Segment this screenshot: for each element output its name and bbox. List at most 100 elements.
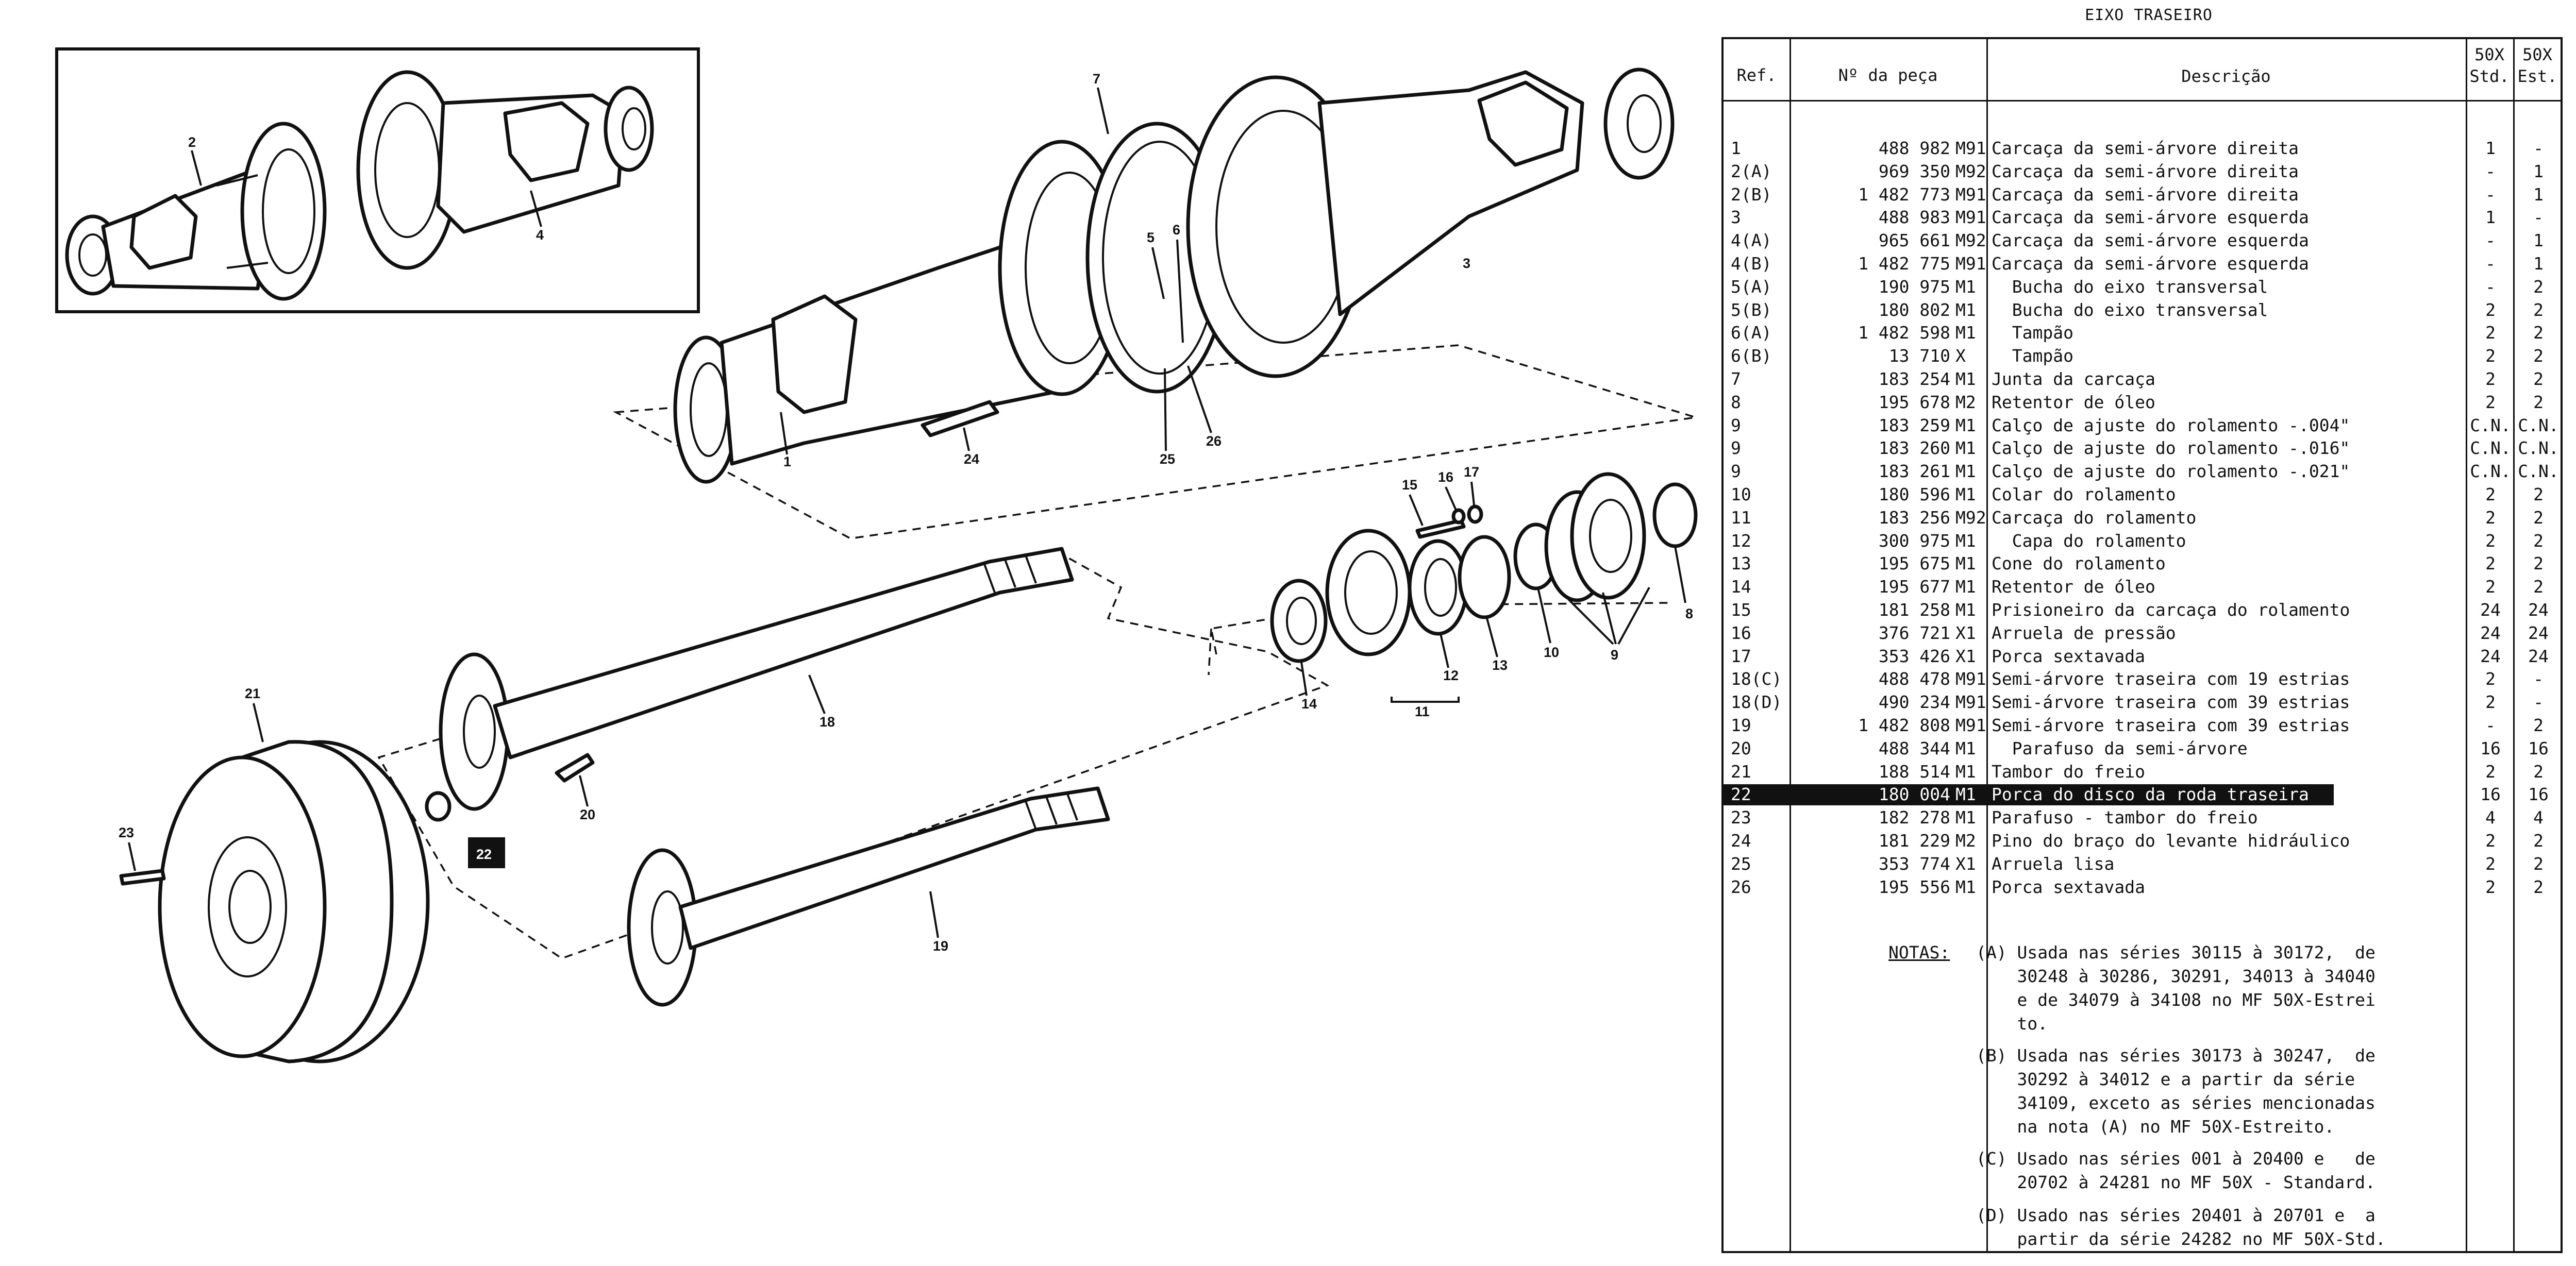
cell-part-suffix: M1: [1955, 600, 1976, 620]
cell-qty-std: 2: [2485, 669, 2496, 689]
cell-qty-std: 2: [2485, 484, 2496, 504]
cell-ref: 24: [1731, 831, 1751, 851]
cell-ref: 10: [1731, 484, 1751, 504]
cell-qty-est: -: [2533, 138, 2544, 158]
callout-9: 9: [1611, 647, 1618, 663]
cell-description: Tampão: [1992, 346, 2073, 366]
cell-part-suffix: M1: [1955, 438, 1976, 459]
cell-part-number: 488 983: [1878, 207, 1950, 228]
cell-ref: 12: [1731, 530, 1751, 551]
cell-description: Carcaça do rolamento: [1992, 507, 2197, 528]
cell-qty-std: 2: [2485, 761, 2496, 782]
cell-part-number: 183 256: [1878, 507, 1950, 528]
callout-5: 5: [1147, 230, 1155, 245]
callout-1: 1: [783, 454, 791, 469]
header-part-no: Nº da peça: [1838, 65, 1938, 85]
cell-ref: 2(A): [1731, 161, 1772, 181]
cell-description: Prisioneiro da carcaça do rolamento: [1992, 600, 2350, 620]
cell-description: Tampão: [1992, 323, 2073, 343]
cell-qty-std: 2: [2485, 346, 2496, 366]
cell-part-number: 188 514: [1878, 761, 1950, 782]
callout-12: 12: [1443, 668, 1459, 683]
callout-25: 25: [1160, 451, 1175, 467]
cell-part-suffix: M91: [1955, 207, 1986, 228]
cell-part-suffix: M2: [1955, 392, 1976, 412]
cell-qty-est: 24: [2528, 600, 2549, 620]
cell-description: Carcaça da semi-árvore esquerda: [1992, 254, 2309, 274]
cell-ref: 5(B): [1731, 299, 1772, 320]
cell-description: Calço de ajuste do rolamento -.016": [1992, 438, 2350, 459]
cell-part-number: 1 482 773: [1858, 184, 1950, 205]
cell-part-suffix: M1: [1955, 553, 1976, 574]
cell-qty-est: 2: [2533, 346, 2544, 366]
column-divider: [1986, 39, 1988, 1251]
cell-description: Bucha do eixo transversal: [1992, 299, 2268, 320]
cell-qty-est: 2: [2533, 831, 2544, 851]
callout-23: 23: [119, 825, 134, 840]
cell-ref: 14: [1731, 577, 1751, 597]
cell-ref: 22: [1731, 784, 1751, 805]
cell-ref: 3: [1731, 207, 1741, 228]
cell-qty-est: 1: [2533, 184, 2544, 205]
cell-part-number: 182 278: [1878, 807, 1950, 828]
pin-part-24-illustration: [921, 400, 999, 437]
cell-part-number: 195 556: [1878, 876, 1950, 897]
cell-qty-est: 2: [2533, 530, 2544, 551]
cell-description: Retentor de óleo: [1992, 392, 2155, 412]
cell-part-suffix: M1: [1955, 761, 1976, 782]
cell-qty-std: -: [2485, 254, 2496, 274]
cell-qty-est: 2: [2533, 507, 2544, 528]
cell-ref: 18(C): [1731, 669, 1782, 689]
cell-part-suffix: M1: [1955, 784, 1976, 805]
cell-qty-est: 2: [2533, 715, 2544, 735]
cell-part-number: 183 259: [1878, 415, 1950, 435]
cell-qty-std: 2: [2485, 392, 2496, 412]
cell-qty-std: 2: [2485, 553, 2496, 574]
cell-qty-std: 2: [2485, 507, 2496, 528]
callout-21: 21: [245, 686, 260, 701]
header-est-label: Est.: [2517, 66, 2557, 86]
bolt-part-23-illustration: [119, 869, 166, 886]
cell-part-number: 190 975: [1878, 276, 1950, 297]
cell-qty-std: 1: [2485, 207, 2496, 228]
cell-qty-std: -: [2485, 184, 2496, 205]
cell-part-number: 195 678: [1878, 392, 1950, 412]
cell-ref: 19: [1731, 715, 1751, 735]
cell-part-suffix: X: [1955, 346, 1966, 366]
cell-qty-est: 2: [2533, 761, 2544, 782]
cell-part-suffix: M2: [1955, 831, 1976, 851]
cell-qty-est: 2: [2533, 553, 2544, 574]
cell-description: Tambor do freio: [1992, 761, 2146, 782]
cell-qty-est: 16: [2528, 738, 2549, 758]
cell-ref: 26: [1731, 876, 1751, 897]
cell-part-suffix: M1: [1955, 415, 1976, 435]
cell-part-number: 490 234: [1878, 692, 1950, 713]
cell-description: Carcaça da semi-árvore direita: [1992, 161, 2299, 181]
cell-part-number: 1 482 775: [1858, 254, 1950, 274]
callout-4: 4: [536, 227, 544, 243]
cell-qty-std: 2: [2485, 831, 2496, 851]
cell-part-number: 376 721: [1878, 622, 1950, 643]
cell-part-suffix: M1: [1955, 530, 1976, 551]
cell-part-number: 300 975: [1878, 530, 1950, 551]
cell-ref: 25: [1731, 853, 1751, 874]
cell-description: Porca do disco da roda traseira: [1992, 784, 2309, 805]
stud-part-15-illustration: [1415, 518, 1466, 539]
